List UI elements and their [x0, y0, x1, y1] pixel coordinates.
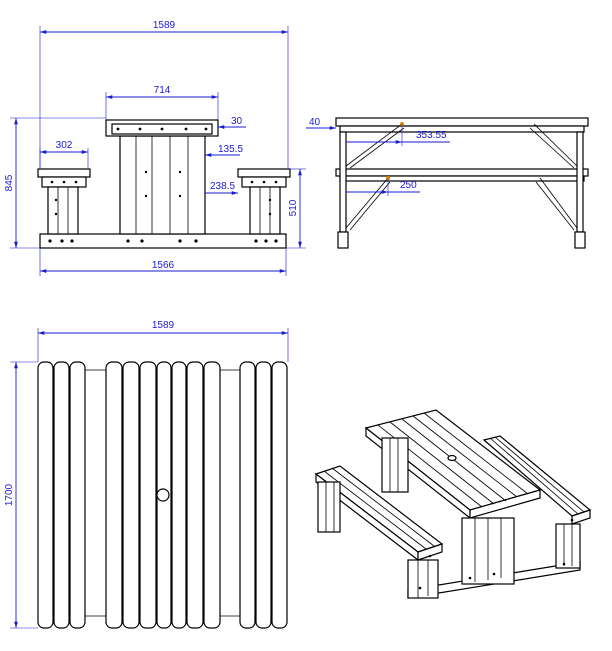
dim-lower-bolt-offset: 250 [400, 180, 417, 191]
dim-gap-top-to-leg: 135.5 [218, 144, 243, 155]
front-view: 1589 714 30 302 135.5 238.5 845 510 1566 [4, 20, 306, 276]
plan-view: 1589 1700 [4, 320, 289, 629]
dim-gap-to-seat: 238.5 [210, 181, 235, 192]
dim-upper-bolt-offset: 353.55 [416, 130, 447, 141]
front-right-seat [237, 168, 291, 178]
dim-plank-thickness: 40 [309, 117, 321, 128]
dim-overall-height: 845 [4, 174, 15, 191]
side-table-top [335, 117, 589, 127]
dim-overall-width-front: 1589 [153, 20, 176, 31]
dim-table-top-width: 714 [154, 85, 171, 96]
side-left-leg [339, 131, 347, 233]
plan-left-seat [37, 361, 54, 629]
dim-plan-length: 1700 [4, 483, 15, 506]
front-left-seat [37, 168, 91, 178]
plan-table-top [105, 361, 123, 629]
umbrella-hole-icon [156, 488, 170, 502]
front-center-leg [119, 135, 206, 235]
isometric-view [314, 409, 592, 599]
dim-top-overhang: 30 [231, 116, 243, 127]
side-right-leg [576, 131, 584, 233]
side-view: 40 353.55 250 [306, 117, 589, 249]
iso-umbrella-hole-icon [447, 454, 457, 462]
front-right-leg [249, 186, 281, 235]
dim-seat-height: 510 [288, 199, 299, 216]
plan-right-seat [239, 361, 256, 629]
front-base-beam [39, 233, 287, 249]
dim-seat-width: 302 [56, 140, 73, 151]
side-seat [335, 168, 589, 177]
dim-plan-width: 1589 [152, 320, 175, 331]
front-left-leg [47, 186, 79, 235]
dim-base-length: 1566 [152, 260, 175, 271]
